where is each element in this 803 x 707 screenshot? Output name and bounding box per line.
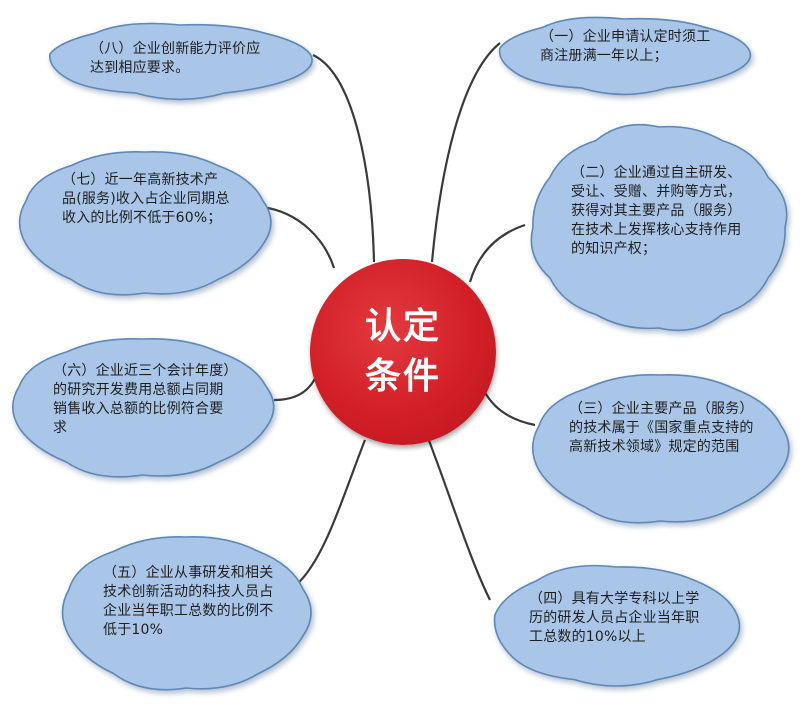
cloud-shape	[61, 536, 312, 691]
condition-cloud-7: （七）近一年高新技术产品(服务)收入占企业同期总收入的比例不低于60%；	[12, 145, 277, 300]
cloud-shape	[48, 22, 313, 101]
center-node: 认定条件	[310, 259, 496, 445]
condition-text-3: （三）企业主要产品（服务）的技术属于《国家重点支持的高新技术领域》规定的范围	[569, 401, 754, 455]
connector-c1	[430, 42, 501, 263]
condition-cloud-3: （三）企业主要产品（服务）的技术属于《国家重点支持的高新技术领域》规定的范围	[525, 368, 795, 528]
connector-c7	[261, 205, 336, 269]
condition-cloud-8: （八）企业创新能力评价应达到相应要求。	[40, 18, 320, 102]
condition-text-6: （六）企业近三个会计年度）的研究开发费用总额占同期销售收入总额的比例符合要求	[53, 363, 231, 436]
condition-text-4: （四）具有大学专科以上学历的研发人员占企业当年职工总数的10%以上	[529, 591, 700, 645]
cloud-shape	[530, 123, 788, 332]
cloud-shape	[498, 16, 752, 96]
condition-cloud-4: （四）具有大学专科以上学历的研发人员占企业当年职工总数的10%以上	[485, 560, 747, 690]
connector-c6	[273, 371, 320, 402]
cloud-shape	[493, 564, 741, 687]
condition-text-5: （五）企业从事研发和相关技术创新活动的科技人员占企业当年职工总数的比例不低于10…	[103, 565, 274, 638]
condition-cloud-6: （六）企业近三个会计年度）的研究开发费用总额占同期销售收入总额的比例符合要求	[5, 332, 280, 482]
center-title: 认定条件	[364, 306, 441, 397]
connector-c8	[312, 54, 376, 263]
condition-cloud-5: （五）企业从事研发和相关技术创新活动的科技人员占企业当年职工总数的比例不低于10…	[55, 530, 317, 695]
condition-text-7: （七）近一年高新技术产品(服务)收入占企业同期总收入的比例不低于60%；	[62, 172, 230, 226]
connector-c2	[468, 223, 526, 283]
cloud-shape	[18, 150, 272, 296]
condition-text-8: （八）企业创新能力评价应达到相应要求。	[90, 41, 261, 76]
cloud-shape	[12, 337, 275, 478]
cloud-shape	[531, 374, 790, 524]
condition-cloud-1: （一）企业申请认定时须工商注册满一年以上；	[490, 12, 758, 97]
condition-cloud-2: （二）企业通过自主研发、受让、受赠、并购等方式，获得对其主要产品（服务）在技术上…	[525, 120, 793, 335]
connector-c4	[426, 437, 491, 601]
condition-text-2: （二）企业通过自主研发、受让、受赠、并购等方式，获得对其主要产品（服务）在技术上…	[571, 165, 742, 257]
connector-c5	[295, 439, 367, 586]
condition-text-1: （一）企业申请认定时须工商注册满一年以上；	[540, 29, 711, 64]
